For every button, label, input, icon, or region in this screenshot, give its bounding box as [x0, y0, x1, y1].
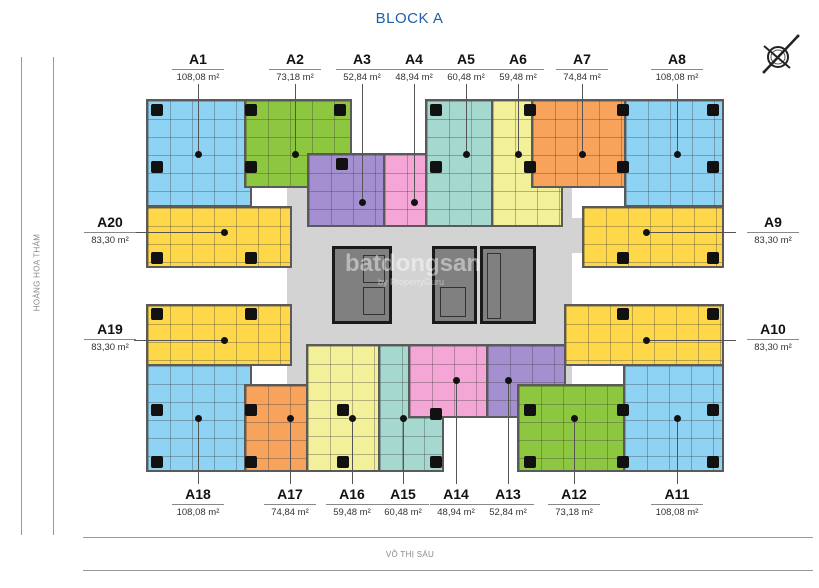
column [524, 404, 536, 416]
column [336, 158, 348, 170]
street-label-bottom: VÕ THỊ SÁU [385, 550, 435, 559]
column [524, 161, 536, 173]
street-edge-bottom-bottom [83, 570, 813, 571]
column [707, 456, 719, 468]
watermark-sub: by PropertyGuru [378, 277, 445, 287]
unit-A20[interactable] [146, 206, 292, 268]
street-edge-left-outer [21, 57, 22, 535]
column [151, 252, 163, 264]
column [151, 456, 163, 468]
column [245, 456, 257, 468]
column [617, 161, 629, 173]
column [245, 308, 257, 320]
column [430, 104, 442, 116]
column [245, 404, 257, 416]
column [617, 308, 629, 320]
street-label-left: HOÀNG HOA THÁM [32, 233, 42, 312]
watermark-logo: batdongsan [345, 250, 481, 277]
column [707, 104, 719, 116]
column [707, 252, 719, 264]
column [524, 104, 536, 116]
column [245, 252, 257, 264]
column [245, 104, 257, 116]
column [617, 404, 629, 416]
column [617, 104, 629, 116]
column [337, 456, 349, 468]
column [617, 456, 629, 468]
unit-A11[interactable] [623, 364, 724, 472]
street-edge-bottom-top [83, 537, 813, 538]
column [707, 161, 719, 173]
unit-A9[interactable] [582, 206, 724, 268]
stair-elevator-core-left [332, 246, 392, 324]
column [151, 104, 163, 116]
street-edge-left-inner [53, 57, 54, 535]
block-title: BLOCK A [375, 10, 444, 27]
column [151, 404, 163, 416]
column [337, 404, 349, 416]
column [334, 104, 346, 116]
unit-A10[interactable] [564, 304, 724, 366]
column [617, 252, 629, 264]
column [707, 308, 719, 320]
column [151, 161, 163, 173]
column [245, 161, 257, 173]
unit-A7[interactable] [531, 99, 626, 188]
column [430, 456, 442, 468]
compass-rose-icon [762, 34, 800, 74]
column [524, 456, 536, 468]
elevator-core-middle [432, 246, 477, 324]
unit-A14[interactable] [408, 344, 488, 418]
unit-A19[interactable] [146, 304, 292, 366]
column [430, 161, 442, 173]
column [430, 408, 442, 420]
column [151, 308, 163, 320]
stair-core-right [480, 246, 536, 324]
column [707, 404, 719, 416]
